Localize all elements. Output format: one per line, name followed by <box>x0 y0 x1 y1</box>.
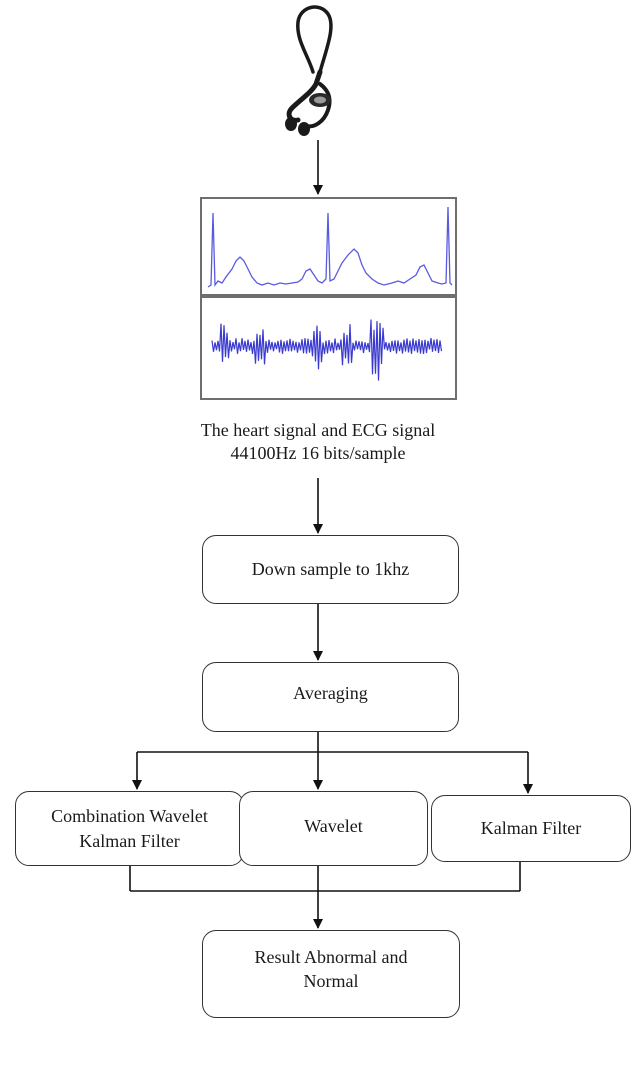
result-box: Result Abnormal and Normal <box>202 930 460 1018</box>
kalman-box: Kalman Filter <box>431 795 631 862</box>
input-caption-line1: The heart signal and ECG signal <box>200 420 436 440</box>
ecg-signal-waveform <box>211 319 443 381</box>
heart-signal-waveform <box>207 206 453 288</box>
heart-signal-panel <box>200 197 457 296</box>
kalman-label: Kalman Filter <box>480 818 582 839</box>
stethoscope-icon <box>285 5 333 136</box>
combination-box: Combination Wavelet Kalman Filter <box>15 791 244 866</box>
averaging-label: Averaging <box>293 683 368 703</box>
ecg-signal-panel <box>200 296 457 400</box>
wavelet-box: Wavelet <box>239 791 428 866</box>
result-label-line2: Normal <box>303 971 359 992</box>
result-label-line1: Result Abnormal and <box>254 947 408 967</box>
input-signal-caption: The heart signal and ECG signal 44100Hz … <box>140 419 496 464</box>
combination-label-line2: Kalman Filter <box>79 830 180 851</box>
input-caption-line2: 44100Hz 16 bits/sample <box>230 442 406 463</box>
combination-label-line1: Combination Wavelet <box>51 806 208 827</box>
downsample-label: Down sample to 1khz <box>251 559 410 580</box>
downsample-box: Down sample to 1khz <box>202 535 459 604</box>
averaging-box: Averaging <box>202 662 459 732</box>
wavelet-label: Wavelet <box>304 816 363 836</box>
